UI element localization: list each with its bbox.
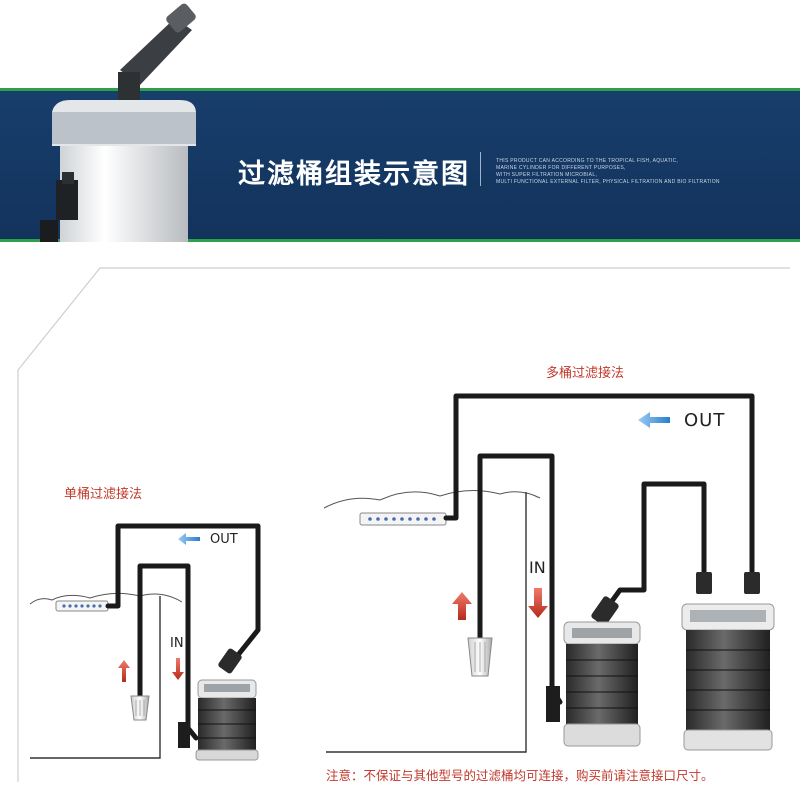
in-arrow-icon-up xyxy=(452,592,472,620)
multi-tank-water xyxy=(323,490,541,509)
single-tubes xyxy=(105,523,261,741)
tank-frame xyxy=(17,267,790,782)
out-arrow-icon xyxy=(638,412,670,428)
compatibility-note: 注意：不保证与其他型号的过滤桶均可连接，购买前请注意接口尺寸。 xyxy=(326,768,714,783)
in-arrow-icon xyxy=(528,588,548,618)
banner-subtitle-line: MARINE CYLINDER FOR DIFFERENT PURPOSES, xyxy=(496,165,626,171)
spray-bar-icon xyxy=(55,600,109,612)
in-arrow-icon-up xyxy=(118,660,130,682)
single-tank-water xyxy=(29,592,183,605)
intake-strainer-icon xyxy=(130,695,150,721)
single-setup xyxy=(29,523,261,761)
single-out-tube xyxy=(105,523,261,663)
multi-out-label: OUT xyxy=(684,410,726,431)
single-in-label: IN xyxy=(170,636,184,651)
banner-subtitle-line: MULTI FUNCTIONAL EXTERNAL FILTER, PHYSIC… xyxy=(496,179,720,185)
banner-subtitle-line: WITH SUPER FILTRATION MICROBIAL, xyxy=(496,172,598,178)
intake-strainer-icon xyxy=(467,637,493,677)
spray-bar-icon xyxy=(359,512,447,526)
multi-in-label: IN xyxy=(529,558,546,577)
multi-tank-wall xyxy=(326,492,527,753)
banner-subtitle-line: THIS PRODUCT CAN ACCORDING TO THE TROPIC… xyxy=(496,158,679,164)
single-tank-wall xyxy=(30,596,161,759)
single-in-tube xyxy=(137,563,199,741)
filter-canister-icon xyxy=(681,572,775,751)
out-arrow-icon xyxy=(178,533,200,545)
in-arrow-icon xyxy=(172,658,184,680)
banner-product-image xyxy=(40,3,196,242)
multi-setup-title: 多桶过滤接法 xyxy=(546,366,625,381)
multi-in-tube xyxy=(477,453,563,705)
single-out-label: OUT xyxy=(210,532,238,547)
banner-title: 过滤桶组装示意图 xyxy=(238,159,470,190)
multi-setup xyxy=(323,393,775,753)
single-setup-title: 单桶过滤接法 xyxy=(64,487,143,502)
multi-link-tube xyxy=(601,481,707,615)
banner-divider xyxy=(480,152,481,186)
filter-canister-icon xyxy=(546,596,641,747)
filter-canister-icon xyxy=(178,648,259,761)
multi-out-tube xyxy=(443,393,755,579)
